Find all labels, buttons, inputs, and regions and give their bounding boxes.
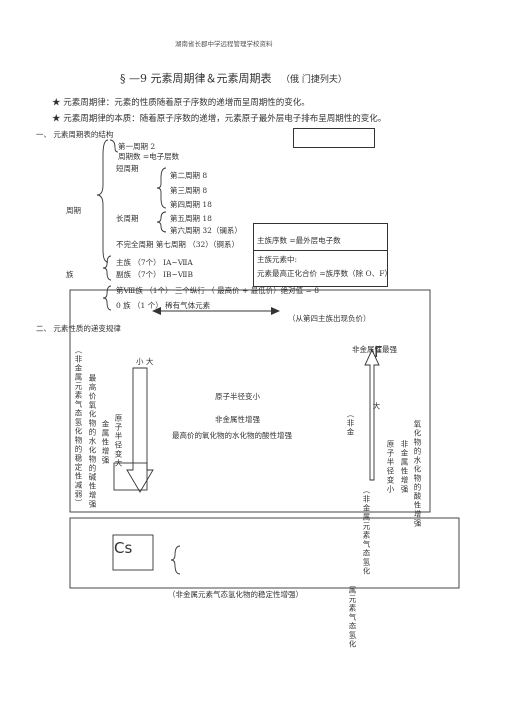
title-note: （俄 门捷列夫） [281, 75, 347, 85]
cesium-symbol: Cs [114, 539, 133, 557]
small-large-label: 小 大 [136, 357, 154, 366]
acid-increase: 最高价的氧化物的水化物的酸性增强 [172, 431, 292, 440]
nonmetal-increase: 非金属性增强 [215, 415, 260, 424]
right-hydride-vertical-2: 属元素气态氢化 [348, 586, 357, 649]
period-2: 第二周期 8 [170, 171, 208, 180]
right-nonmetal-vertical: 非金属性增强 [400, 440, 409, 494]
nonmetal-strongest: 非金属性最强 [352, 345, 397, 354]
main-group: 主族 （7个） ⅠA~ⅦA [116, 258, 193, 267]
right-big-vertical: 大 [372, 402, 381, 411]
left-stability-vertical: （非金属元素气态氢化物的稳定性减弱） [74, 346, 83, 508]
left-metal-vertical: 金属性增强 [101, 420, 110, 465]
right-paren-vertical: （非金 [346, 410, 355, 437]
short-period: 短周期 [116, 164, 139, 173]
negative-valence-note: （从第四主族出现负价） [288, 314, 371, 323]
main-group-box: 主族序数 =最外层电子数 主族元素中: 元素最高正化合价 =族序数（除 O、F） [253, 223, 392, 287]
long-period: 长周期 [116, 214, 139, 223]
section2-heading: 二、 元素性质的递变规律 [36, 324, 121, 333]
period-5: 第五周期 18 [170, 214, 212, 223]
section1-heading: 一、 元素周期表的结构 [36, 130, 114, 139]
period-label: 周期 [66, 206, 81, 215]
left-basicity-vertical: 最高价氧化物的水化物的碱性增强 [88, 374, 97, 509]
main-box-line3: 元素最高正化合价 =族序数（除 O、F） [257, 269, 392, 278]
law-text: 元素周期律：元素的性质随着原子序数的递增而呈周期性的变化。 [63, 98, 310, 108]
group-8: 第Ⅷ族 （1个） 三个纵行 （ 最高价 + 最低价）绝对值 = 8 [116, 286, 319, 295]
blank-box-top [293, 128, 375, 148]
bottom-stability: （非金属元素气态氢化物的稳定性增强） [168, 590, 303, 599]
left-radius-vertical: 原子半径变大 [114, 414, 123, 468]
radius-decrease: 原子半径变小 [215, 392, 260, 401]
title-text: § —9 元素周期律＆元素周期表 [120, 72, 272, 85]
fluorine-symbol: F [374, 343, 383, 361]
page-header: 湖南省长郡中学远程管理学校资料 [175, 40, 273, 48]
box-divider [254, 250, 387, 251]
essence-text: 元素周期律的本质：随着原子序数的递增，元素原子最外层电子排布呈周期性的变化。 [63, 114, 387, 124]
law-line: ★ 元素周期律：元素的性质随着原子序数的递增而呈周期性的变化。 [52, 96, 310, 108]
right-radius-vertical: 原子半径变小 [386, 440, 395, 494]
period-6: 第六周期 32（镧系） [170, 226, 242, 235]
first-period: 第一周期 2 [118, 142, 156, 151]
period-number-rule: 周期数 =电子层数 [118, 152, 180, 161]
main-box-line2: 主族元素中: [257, 255, 298, 264]
page-title: § —9 元素周期律＆元素周期表 （俄 门捷列夫） [120, 72, 347, 87]
period-3: 第三周期 8 [170, 186, 208, 195]
incomplete-period: 不完全周期 第七周期 （32）（锕系） [116, 240, 240, 249]
group-0: 0 族 （1 个） 稀有气体元素 [116, 301, 211, 310]
right-hydride-vertical: （非金属元素气态氢化 [362, 486, 371, 576]
main-box-line1: 主族序数 =最外层电子数 [257, 236, 341, 245]
sub-group: 副族 （7个） ⅠB~ⅦB [116, 270, 193, 279]
essence-line: ★ 元素周期律的本质：随着原子序数的递增，元素原子最外层电子排布呈周期性的变化。 [52, 112, 386, 124]
star-icon: ★ [52, 98, 61, 108]
group-label: 族 [66, 270, 74, 279]
period-4: 第四周期 18 [170, 200, 212, 209]
star-icon: ★ [52, 114, 61, 124]
right-acidity-vertical: 氧化物的水化物的酸性增强 [413, 420, 422, 528]
